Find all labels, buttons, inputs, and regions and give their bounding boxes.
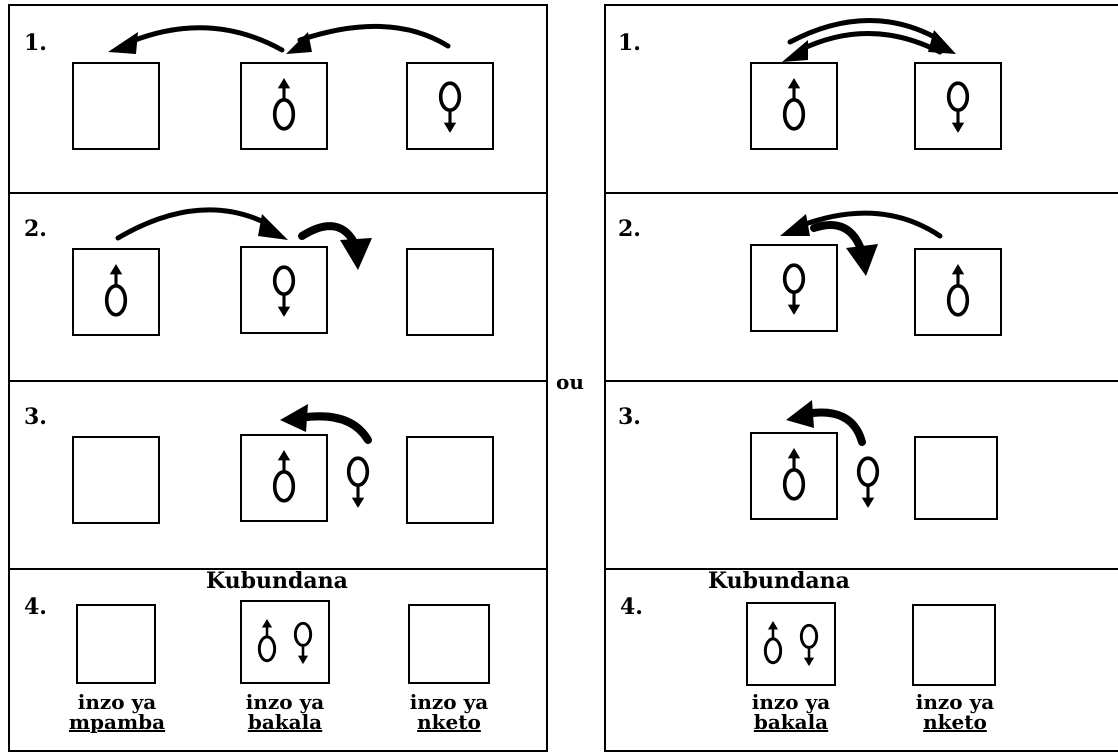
house-caption: inzo ya bakala [220, 692, 350, 732]
house-box-female [750, 244, 838, 332]
left-row-divider [8, 380, 548, 382]
house-box-male [750, 62, 838, 150]
step-label: 3. [618, 404, 641, 430]
left-row-divider [8, 192, 548, 194]
step-label: 1. [618, 30, 641, 56]
female-symbol-icon [772, 259, 816, 317]
step-label: 1. [24, 30, 47, 56]
male-symbol-icon [772, 77, 816, 135]
step-label: 3. [24, 404, 47, 430]
house-box-couple [240, 600, 330, 684]
male-symbol-icon [262, 449, 306, 507]
caption-line: inzo ya [915, 690, 995, 714]
caption-line: bakala [247, 710, 323, 734]
house-box-male [240, 62, 328, 150]
male-symbol-icon [756, 618, 790, 670]
male-symbol-icon [94, 263, 138, 321]
union-title: Kubundana [206, 568, 348, 594]
house-box-empty [76, 604, 156, 684]
house-caption: inzo ya nketo [890, 692, 1020, 732]
caption-line: inzo ya [245, 690, 325, 714]
step-label: 2. [618, 216, 641, 242]
house-box-empty [406, 436, 494, 524]
caption-line: nketo [923, 710, 987, 734]
right-row-divider [604, 192, 1118, 194]
female-symbol-icon [792, 618, 826, 670]
female-symbol-icon [286, 616, 320, 668]
house-box-female [240, 246, 328, 334]
male-symbol-icon [772, 447, 816, 505]
couple-symbols [242, 616, 328, 668]
caption-line: inzo ya [77, 690, 157, 714]
house-box-male [750, 432, 838, 520]
step-label: 4. [620, 594, 643, 620]
female-symbol-icon [846, 452, 890, 510]
caption-line: inzo ya [751, 690, 831, 714]
caption-line: bakala [753, 710, 829, 734]
female-symbol-icon [336, 452, 380, 510]
house-box-male [914, 248, 1002, 336]
caption-line: inzo ya [409, 690, 489, 714]
right-row-divider [604, 380, 1118, 382]
house-box-empty [406, 248, 494, 336]
house-box-female [406, 62, 494, 150]
male-symbol-icon [936, 263, 980, 321]
caption-line: nketo [417, 710, 481, 734]
house-box-empty [912, 604, 996, 686]
step-label: 2. [24, 216, 47, 242]
house-box-couple [746, 602, 836, 686]
house-caption: inzo ya nketo [384, 692, 514, 732]
house-box-empty [914, 436, 998, 520]
house-box-empty [72, 62, 160, 150]
female-symbol-icon [936, 77, 980, 135]
house-box-male [240, 434, 328, 522]
house-box-empty [408, 604, 490, 684]
female-symbol-icon [262, 261, 306, 319]
union-title: Kubundana [708, 568, 850, 594]
caption-line: mpamba [68, 710, 166, 734]
male-symbol-icon [250, 616, 284, 668]
left-row-divider [8, 568, 548, 570]
right-panel [604, 4, 1118, 752]
house-caption: inzo ya mpamba [52, 692, 182, 732]
house-box-male [72, 248, 160, 336]
step-label: 4. [24, 594, 47, 620]
couple-symbols [748, 618, 834, 670]
house-box-empty [72, 436, 160, 524]
house-box-female [914, 62, 1002, 150]
connector-label: ou [556, 370, 584, 394]
right-row-divider [604, 568, 1118, 570]
house-caption: inzo ya bakala [726, 692, 856, 732]
male-symbol-icon [262, 77, 306, 135]
female-symbol-icon [428, 77, 472, 135]
